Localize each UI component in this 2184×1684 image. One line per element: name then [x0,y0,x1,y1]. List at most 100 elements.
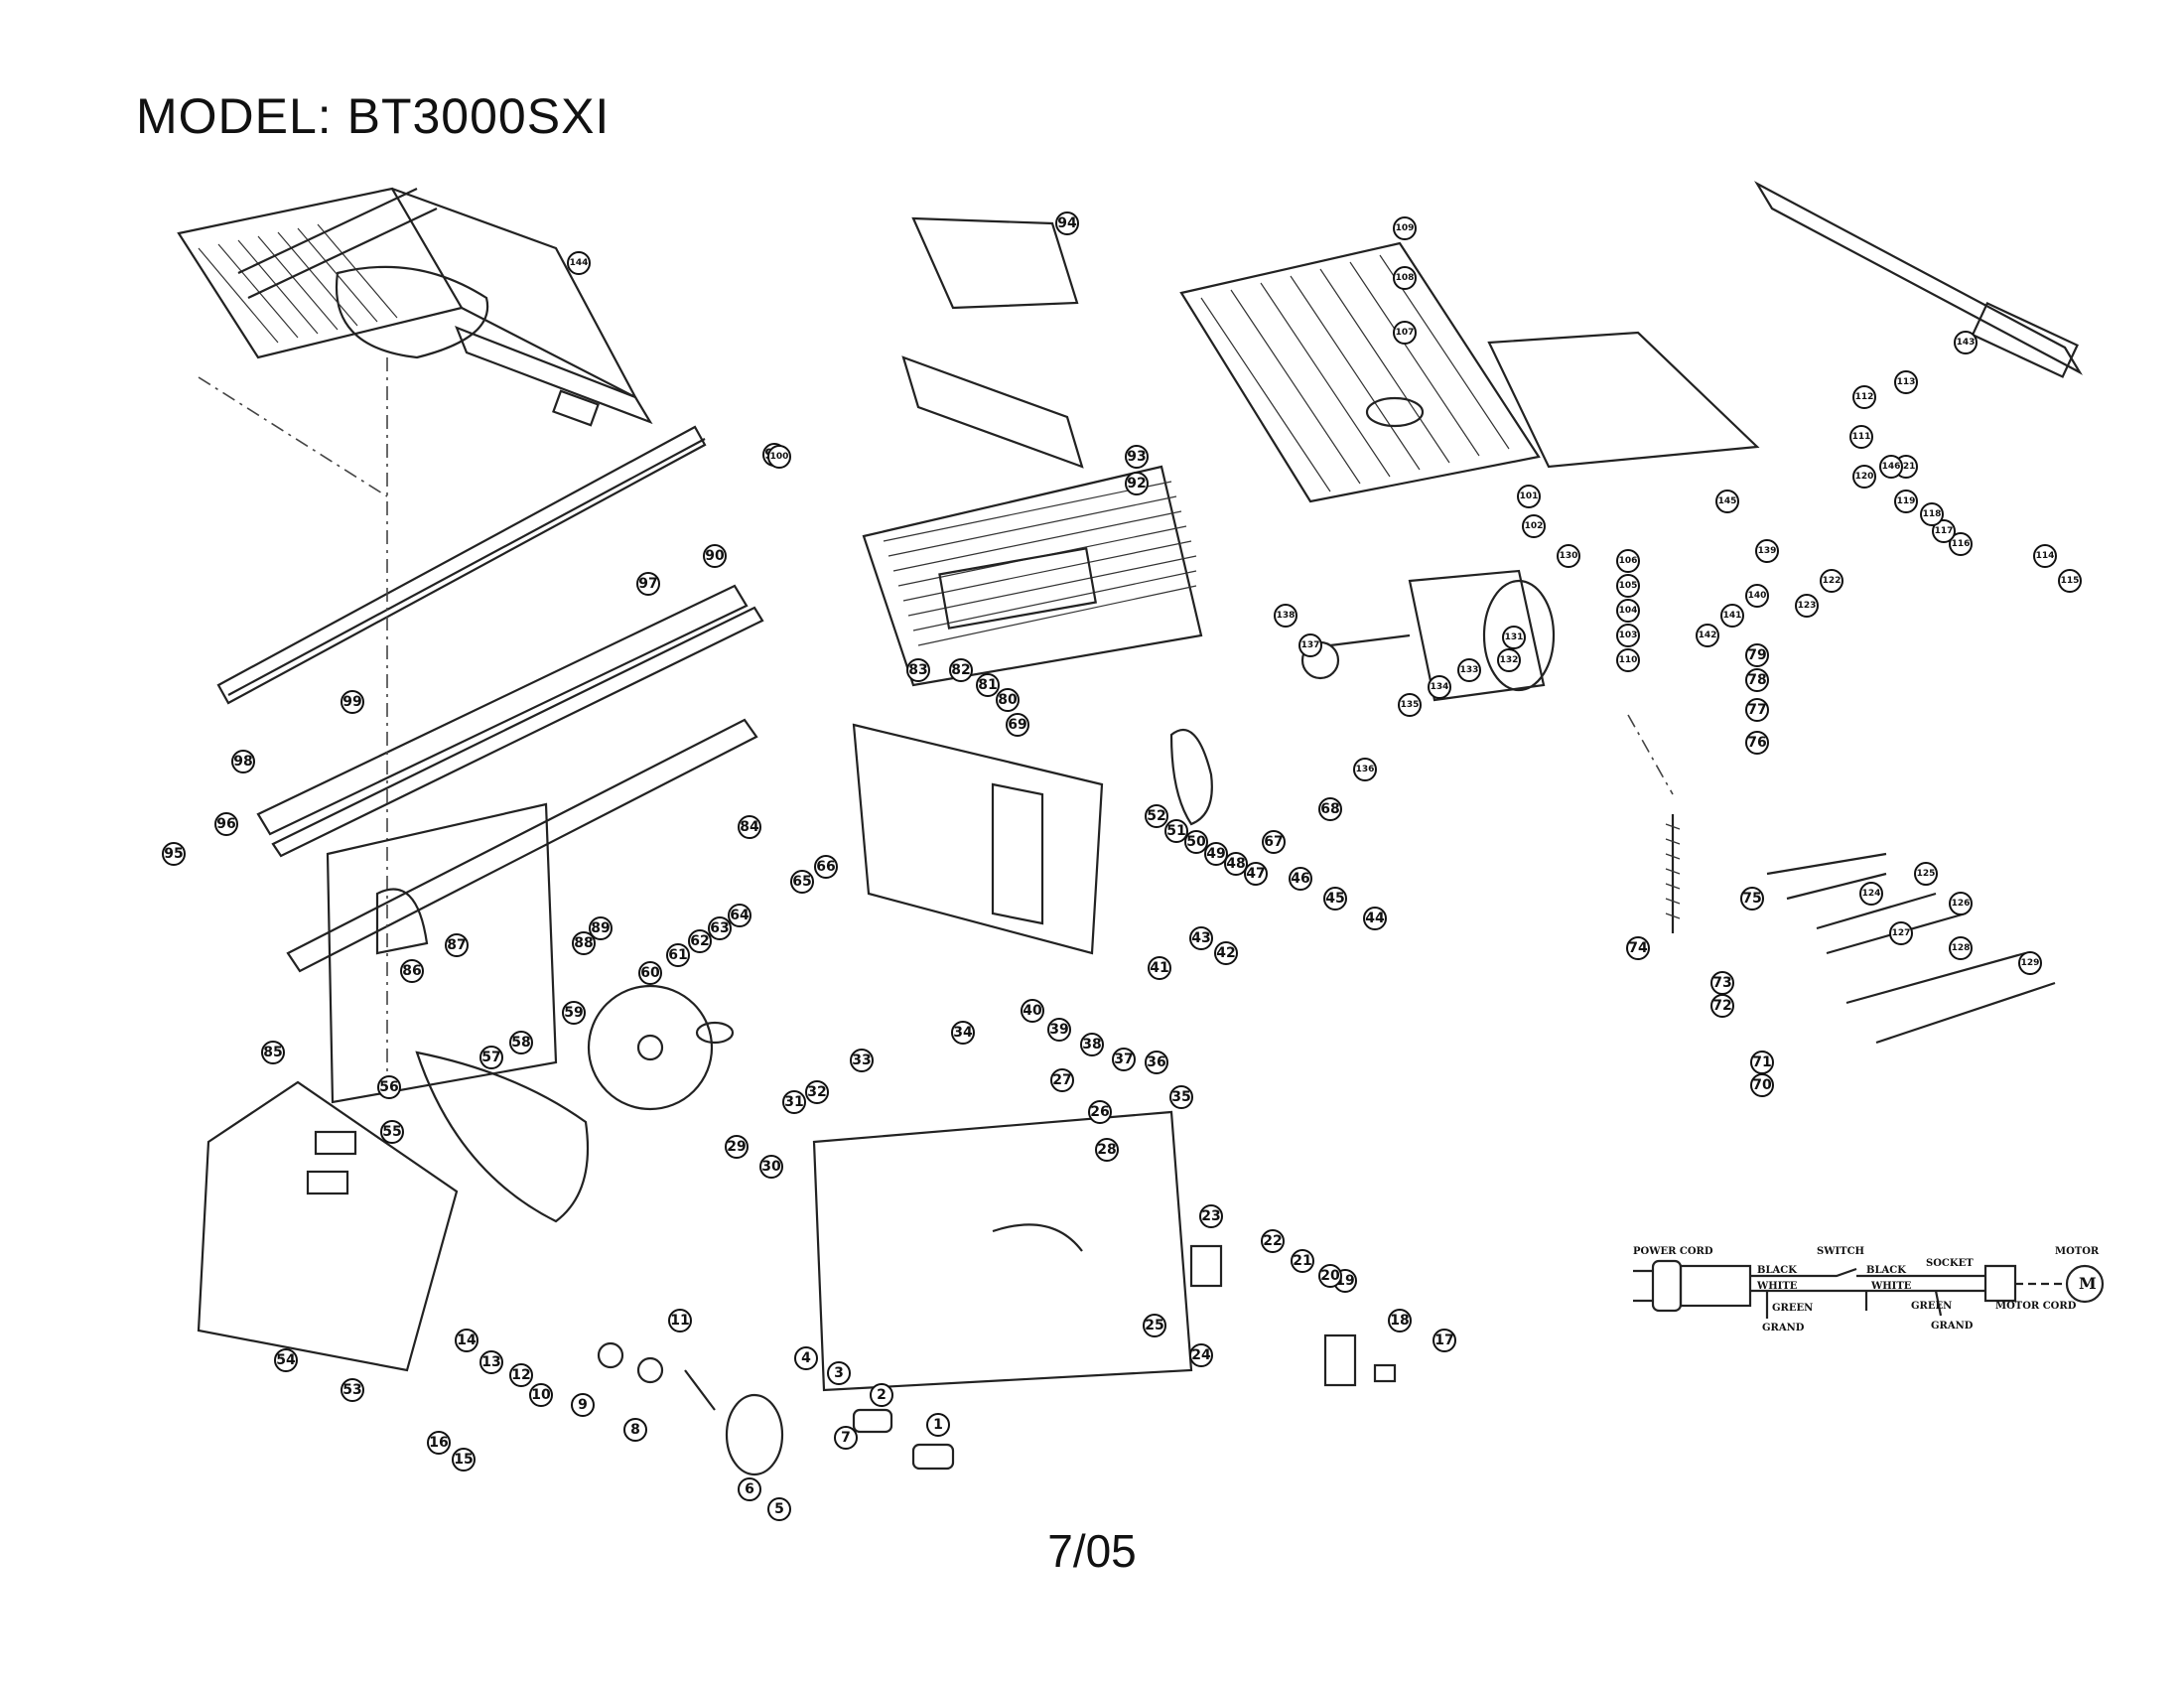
callout-balloon [870,1383,893,1407]
callout-67: 67 [1262,830,1286,854]
callout-balloon [1095,1138,1119,1162]
callout-balloon [2018,951,2042,975]
callout-98: 98 [231,750,255,773]
callout-number: 48 [1226,856,1245,872]
callout-balloon [790,870,814,894]
callout-balloon [1125,445,1149,469]
callout-balloon [1244,862,1268,886]
callout-balloon [1894,490,1918,513]
callout-number: 22 [1263,1233,1282,1249]
callout-number: 13 [481,1354,500,1370]
callout-117: 117 [1932,519,1956,543]
green-wire-label: GREEN [1772,1303,1813,1314]
callout-number: 127 [1892,928,1911,938]
callout-number: 144 [570,258,589,268]
callout-32: 32 [805,1080,829,1104]
callout-number: 118 [1923,509,1942,519]
callout-35: 35 [1169,1085,1193,1109]
callout-number: 79 [1747,647,1766,663]
callout-balloon [1363,907,1387,930]
callout-7: 7 [834,1426,858,1450]
callout-100: 100 [767,445,791,469]
callout-number: 120 [1855,472,1874,482]
callout-86: 86 [400,959,424,983]
callout-97: 97 [636,572,660,596]
callout-number: 119 [1897,496,1916,506]
callout-number: 94 [1057,215,1077,231]
callout-number: 89 [591,920,610,936]
callout-balloon [1189,1343,1213,1367]
callout-134: 134 [1428,675,1451,699]
main-table [1179,181,2083,503]
callout-balloon [1932,519,1956,543]
callout-balloon [827,1361,851,1385]
callout-number: 126 [1952,899,1971,909]
callout-48: 48 [1224,852,1248,876]
callout-number: 85 [263,1045,282,1060]
callout-number: 70 [1752,1077,1772,1093]
callout-9: 9 [571,1393,595,1417]
callout-balloon [850,1049,874,1072]
accessory-tools [1766,852,2056,1045]
callout-70: 70 [1750,1073,1774,1097]
callout-balloon [1745,731,1769,755]
callout-number: 142 [1699,631,1717,640]
callout-number: 5 [774,1501,784,1517]
callout-124: 124 [1859,882,1883,906]
callout-number: 141 [1723,611,1742,621]
sliding-miter-table [177,187,653,427]
callout-balloon [636,572,660,596]
callout-balloon [1879,455,1903,479]
callout-number: 43 [1191,930,1210,946]
callout-127: 127 [1889,921,1913,945]
callout-number: 135 [1401,700,1420,710]
callout-number: 12 [511,1367,530,1383]
callout-44: 44 [1363,907,1387,930]
callout-balloon [567,251,591,275]
callout-balloon [452,1448,476,1472]
callout-number: 11 [670,1313,689,1329]
callout-128: 128 [1949,936,1973,960]
callout-balloon [1949,532,1973,556]
callout-balloon [571,1393,595,1417]
callout-balloon [1169,1085,1193,1109]
callout-number: 98 [233,754,252,770]
callout-number: 7 [841,1430,851,1446]
callout-balloon [1080,1033,1104,1056]
callout-balloon [1145,1051,1168,1074]
callout-balloon [834,1426,858,1450]
callout-43: 43 [1189,926,1213,950]
callout-110: 110 [1616,648,1640,672]
height-handwheel [597,1341,955,1476]
callout-number: 59 [564,1005,583,1021]
callout-number: 31 [784,1094,803,1110]
callout-31: 31 [782,1090,806,1114]
callout-number: 82 [951,662,970,678]
callout-balloon [445,933,469,957]
callout-balloon [1849,425,1873,449]
callout-balloon [1289,867,1312,891]
saw-blade [415,984,735,1223]
callout-number: 41 [1150,960,1168,976]
callout-balloon [1261,1229,1285,1253]
callout-number: 99 [342,694,361,710]
callout-46: 46 [1289,867,1312,891]
motor-label: MOTOR [2055,1246,2100,1257]
callout-87: 87 [445,933,469,957]
callout-59: 59 [562,1001,586,1025]
callout-number: 92 [1127,476,1146,491]
callout-layer: 1234567891011121314151617181920212223242… [162,211,2082,1521]
callout-number: 124 [1862,889,1881,899]
callout-34: 34 [951,1021,975,1045]
callout-number: 95 [164,846,183,862]
callout-balloon [794,1346,818,1370]
callout-balloon [1125,472,1149,495]
callout-balloon [1696,624,1719,647]
callout-number: 9 [578,1397,588,1413]
callout-number: 32 [807,1084,826,1100]
callout-number: 143 [1957,338,1976,348]
callout-balloon [1112,1048,1136,1071]
callout-balloon [1393,216,1417,240]
callout-6: 6 [738,1477,761,1501]
callout-number: 51 [1166,823,1185,839]
